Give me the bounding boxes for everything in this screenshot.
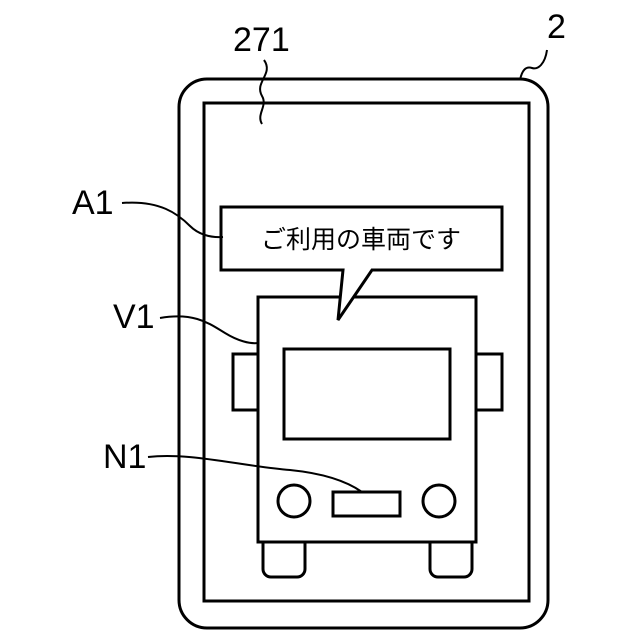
label-plate: N1	[103, 438, 146, 476]
label-device: 2	[547, 8, 566, 46]
label-vehicle: V1	[113, 298, 155, 336]
vehicle-left-headlight	[278, 485, 310, 517]
balloon-message: ご利用の車両です	[261, 225, 461, 254]
vehicle-windshield	[284, 349, 450, 439]
leader-device	[520, 50, 547, 80]
vehicle-number-plate	[333, 492, 400, 516]
vehicle-left-mirror	[233, 354, 259, 410]
label-screen: 271	[233, 21, 290, 59]
vehicle-right-headlight	[423, 485, 455, 517]
vehicle-right-mirror	[476, 354, 502, 410]
label-balloon: A1	[72, 184, 114, 222]
